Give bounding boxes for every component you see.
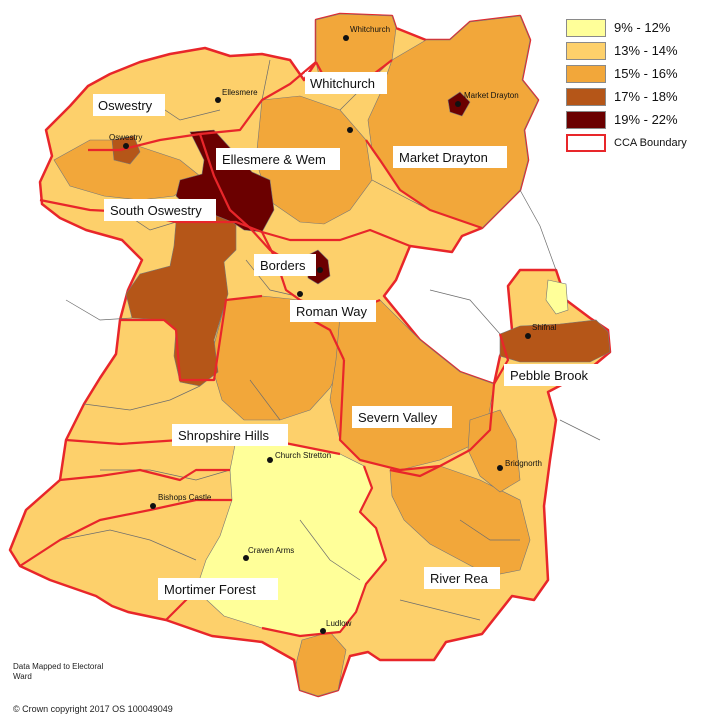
region-shifnal-brown xyxy=(499,319,611,363)
town-label-church-stretton: Church Stretton xyxy=(275,451,331,460)
town-label-whitchurch: Whitchurch xyxy=(350,25,390,34)
town-dot-ludlow xyxy=(320,628,326,634)
town-dot-wem xyxy=(347,127,353,133)
town-label-bridgnorth: Bridgnorth xyxy=(505,459,542,468)
legend-label: 13% - 14% xyxy=(614,43,678,58)
region-label-ellesmere-wem: Ellesmere & Wem xyxy=(222,152,326,167)
legend-label: 19% - 22% xyxy=(614,112,678,127)
town-label-ellesmere: Ellesmere xyxy=(222,88,258,97)
town-dot-craven-arms xyxy=(243,555,249,561)
legend-swatch-boundary xyxy=(566,133,606,152)
region-south-orange xyxy=(295,631,347,697)
legend-swatch xyxy=(566,41,606,60)
legend-item: 15% - 16% xyxy=(566,62,706,85)
legend-label-boundary: CCA Boundary xyxy=(614,136,687,149)
region-label-severn-valley: Severn Valley xyxy=(358,410,438,425)
town-dot-market-drayton xyxy=(455,101,461,107)
town-dot-roman-way xyxy=(297,291,303,297)
town-dot-whitchurch xyxy=(343,35,349,41)
legend-swatch xyxy=(566,87,606,106)
legend-label: 9% - 12% xyxy=(614,20,671,35)
region-ne-orange xyxy=(367,15,539,229)
region-oswestry-brown xyxy=(111,135,141,165)
legend-swatch xyxy=(566,64,606,83)
region-label-roman-way: Roman Way xyxy=(296,304,368,319)
region-label-oswestry: Oswestry xyxy=(98,98,153,113)
data-note: Data Mapped to Electoral Ward xyxy=(13,662,104,681)
town-markers xyxy=(123,35,531,634)
town-dot-shifnal xyxy=(525,333,531,339)
town-dot-bishops-castle xyxy=(150,503,156,509)
town-label-oswestry: Oswestry xyxy=(109,133,142,142)
region-west-brown xyxy=(125,213,237,387)
legend-item: 9% - 12% xyxy=(566,16,706,39)
town-label-ludlow: Ludlow xyxy=(326,619,352,628)
legend-item: 13% - 14% xyxy=(566,39,706,62)
map-legend: 9% - 12% 13% - 14% 15% - 16% 17% - 18% 1… xyxy=(566,16,706,154)
town-label-craven-arms: Craven Arms xyxy=(248,546,294,555)
town-label-market-drayton: Market Drayton xyxy=(464,91,519,100)
region-label-borders: Borders xyxy=(260,258,306,273)
copyright-notice: © Crown copyright 2017 OS 100049049 xyxy=(13,704,173,714)
region-label-whitchurch: Whitchurch xyxy=(310,76,375,91)
region-label-market-drayton: Market Drayton xyxy=(399,150,488,165)
legend-label: 15% - 16% xyxy=(614,66,678,81)
region-label-pebble-brook: Pebble Brook xyxy=(510,368,589,383)
legend-swatch xyxy=(566,110,606,129)
legend-item-boundary: CCA Boundary xyxy=(566,131,706,154)
legend-swatch xyxy=(566,18,606,37)
region-small-yellow xyxy=(545,279,569,315)
town-label-bishops-castle: Bishops Castle xyxy=(158,493,212,502)
region-rea-orange xyxy=(389,465,531,577)
town-dot-bridgnorth xyxy=(497,465,503,471)
legend-item: 19% - 22% xyxy=(566,108,706,131)
town-label-shifnal: Shifnal xyxy=(532,323,557,332)
region-label-river-rea: River Rea xyxy=(430,571,489,586)
region-bridgnorth-orange xyxy=(467,409,521,493)
legend-item: 17% - 18% xyxy=(566,85,706,108)
town-dot-ellesmere xyxy=(215,97,221,103)
town-dot-oswestry xyxy=(123,143,129,149)
region-labels: Oswestry Whitchurch Ellesmere & Wem Mark… xyxy=(93,72,600,600)
region-label-south-oswestry: South Oswestry xyxy=(110,203,202,218)
region-label-shropshire-hills: Shropshire Hills xyxy=(178,428,270,443)
legend-label: 17% - 18% xyxy=(614,89,678,104)
town-dot-borders xyxy=(317,267,323,273)
town-dot-church-stretton xyxy=(267,457,273,463)
region-label-mortimer-forest: Mortimer Forest xyxy=(164,582,256,597)
town-labels: Whitchurch Ellesmere Market Drayton Oswe… xyxy=(109,25,557,628)
